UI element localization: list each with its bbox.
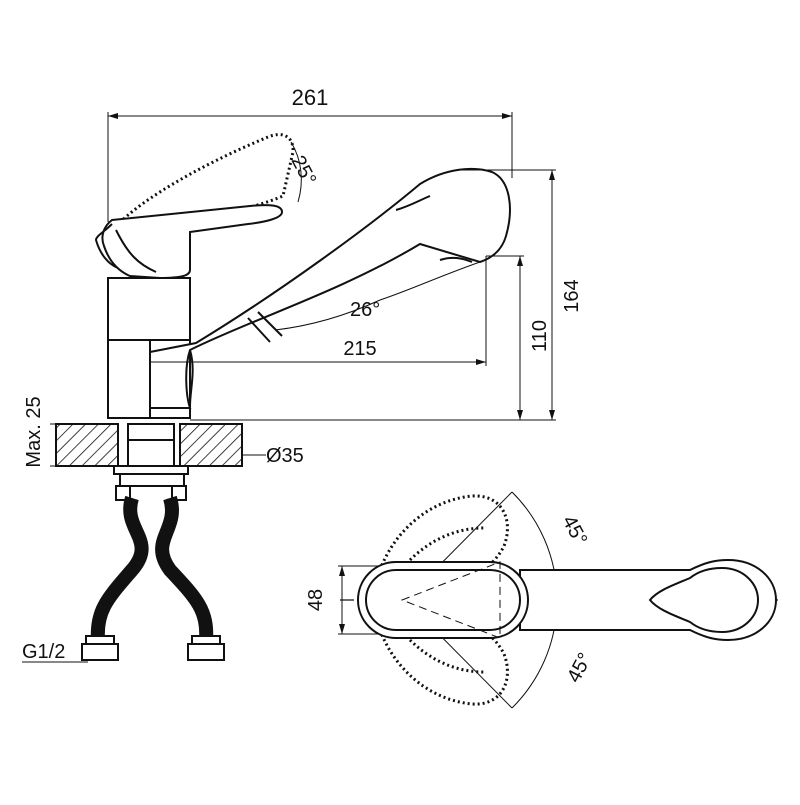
hole-diameter-label: Ø35: [266, 445, 304, 467]
mounting-shank: [113, 423, 189, 501]
swivel-angle-lower-label: 45°: [563, 649, 597, 686]
spout: [149, 167, 511, 409]
lever-base-oval: [357, 561, 529, 639]
overall-height-label: 164: [561, 279, 583, 312]
base-width-label: 48: [305, 589, 327, 611]
top-view: 48 45° 45°: [305, 491, 778, 709]
overall-width-label: 261: [292, 85, 329, 110]
spout-angle-label: 26°: [350, 299, 380, 321]
dimension-heights: 110 164: [190, 169, 583, 421]
countertop-section: [50, 423, 266, 467]
spout-top: [519, 558, 778, 642]
side-view: 261 25°: [22, 85, 583, 663]
dimension-base-width: 48: [305, 565, 380, 635]
lever-raised-outline: [106, 133, 295, 236]
swivel-angle-upper-label: 45°: [558, 512, 592, 549]
lever-top-outline: [400, 561, 501, 639]
spout-rotated-outlines: [378, 494, 509, 706]
dimension-spout-reach: 215: [150, 256, 487, 366]
lever-angle-label: 25°: [287, 152, 321, 189]
deck-thickness-label: Max. 25: [23, 396, 45, 467]
spout-reach-label: 215: [343, 338, 376, 360]
thread-size-label: G1/2: [22, 641, 65, 663]
dimension-overall-width: 261: [107, 85, 513, 222]
dimension-spout-angle: 26°: [274, 261, 481, 331]
supply-hoses: [81, 495, 225, 661]
spout-height-label: 110: [529, 320, 551, 352]
lever-handle: [94, 204, 284, 280]
